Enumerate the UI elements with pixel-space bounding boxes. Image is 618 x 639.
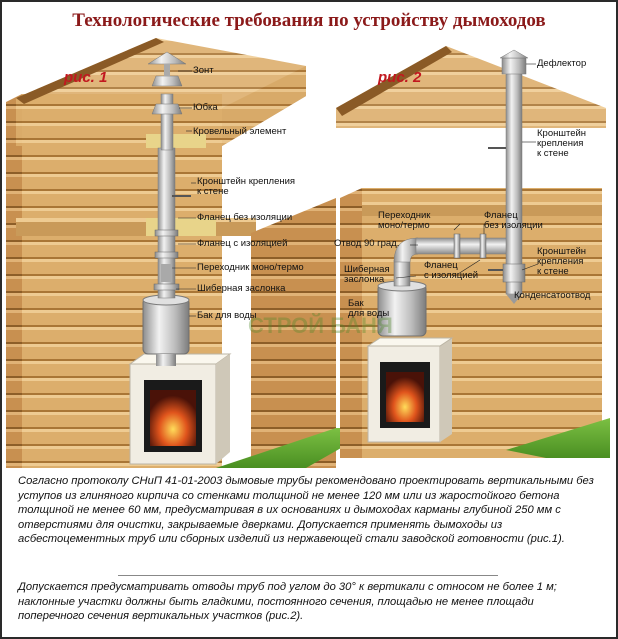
paragraph-2: Допускается предусматривать отводы труб … <box>18 581 557 623</box>
label-deflektor: Дефлектор <box>537 58 586 69</box>
figure-1: рис. 1 Зонт Юбка Кровельный элемент Крон… <box>6 38 376 468</box>
fig1-caption: рис. 1 <box>63 69 107 86</box>
label-flanec-bez-2: без изоляции <box>484 220 543 231</box>
label-bak-2: для воды <box>348 308 389 319</box>
label-flanec-s-1: Фланец <box>424 260 458 271</box>
label-yubka: Юбка <box>193 102 218 113</box>
label-bak-1: Бак <box>348 298 365 309</box>
description-paragraph-1: Согласно протоколу СНиП 41-01-2003 дымов… <box>18 474 598 547</box>
label-perehodnik-1: Переходник <box>378 210 431 221</box>
label-otvod: Отвод 90 град. <box>334 238 399 249</box>
label-shiber: Шиберная заслонка <box>197 283 286 294</box>
label-zont: Зонт <box>193 65 214 76</box>
label-shiber-1: Шиберная <box>344 264 390 275</box>
label-kronshtein-2: к стене <box>197 186 229 197</box>
label-shiber-2: заслонка <box>344 274 385 285</box>
description-paragraph-2: Допускается предусматривать отводы труб … <box>18 580 598 624</box>
label-perehodnik: Переходник моно/термо <box>197 262 304 273</box>
label-kondensat: Конденсатоотвод <box>514 290 591 301</box>
figure-2: рис. 2 Дефлектор Кронштейн крепления к с… <box>334 46 610 458</box>
watermark-logo: СТРОЙ БАНЯ <box>248 313 393 338</box>
label-flanec-bez-1: Фланец <box>484 210 518 221</box>
label-krovel-element: Кровельный элемент <box>193 126 287 137</box>
label-kronshtein-top-3: к стене <box>537 148 569 159</box>
paragraph-1: Согласно протоколу СНиП 41-01-2003 дымов… <box>18 475 594 546</box>
label-kronshtein-bot-2: крепления <box>537 256 583 267</box>
label-perehodnik-2: моно/термо <box>378 220 430 231</box>
label-kronshtein-top-2: крепления <box>537 138 583 149</box>
label-kronshtein-bot-1: Кронштейн <box>537 246 586 257</box>
chimney-illustration: рис. 1 Зонт Юбка Кровельный элемент Крон… <box>6 38 610 468</box>
label-flanec-s-2: с изоляцией <box>424 270 478 281</box>
label-bak: Бак для воды <box>197 310 257 321</box>
watermark-text: СТРОЙ БАНЯ <box>248 313 393 338</box>
label-kronshtein-bot-3: к стене <box>537 266 569 277</box>
label-flanec-s: Фланец с изоляцией <box>197 238 287 249</box>
label-kronshtein-top-1: Кронштейн <box>537 128 586 139</box>
fig2-caption: рис. 2 <box>377 69 422 86</box>
page-title: Технологические требования по устройству… <box>72 10 546 31</box>
paragraph-divider <box>118 575 498 576</box>
label-flanec-bez: Фланец без изоляции <box>197 212 292 223</box>
label-kronshtein-1: Кронштейн крепления <box>197 176 295 187</box>
